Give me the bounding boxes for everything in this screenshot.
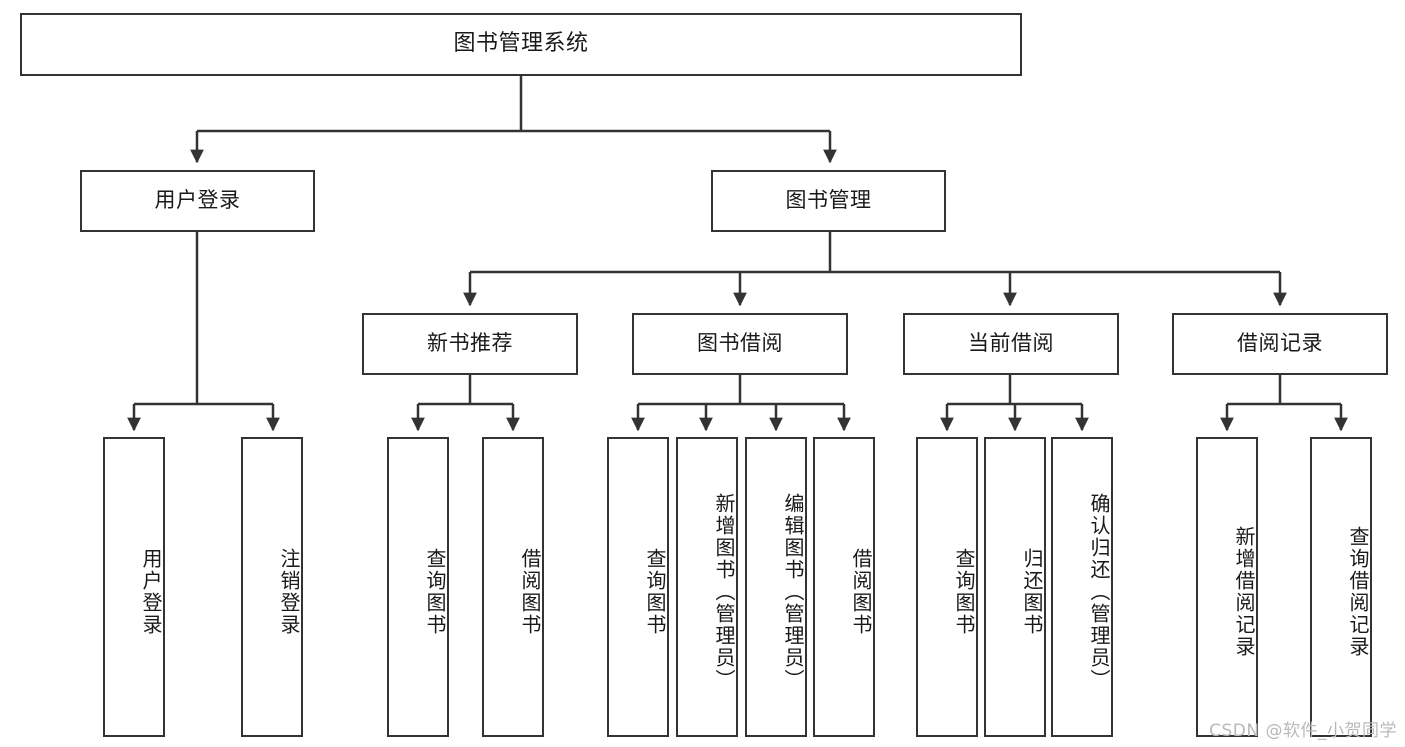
node-leaf-return-book[interactable]: 归还图书 <box>984 437 1046 737</box>
node-book-manage[interactable]: 图书管理 <box>711 170 946 232</box>
node-leaf-add-book-label: 新增图书（管理员） <box>712 493 736 691</box>
node-leaf-query-book-1[interactable]: 查询图书 <box>387 437 449 737</box>
node-leaf-edit-book-label: 编辑图书（管理员） <box>781 493 805 691</box>
node-user-login[interactable]: 用户登录 <box>80 170 315 232</box>
node-borrow-record-label: 借阅记录 <box>1237 331 1323 356</box>
node-root-system[interactable]: 图书管理系统 <box>20 13 1022 76</box>
node-leaf-borrow-book-2-label: 借阅图书 <box>849 548 873 636</box>
node-new-book-recommend[interactable]: 新书推荐 <box>362 313 578 375</box>
node-leaf-confirm-return[interactable]: 确认归还（管理员） <box>1051 437 1113 737</box>
node-leaf-user-login-label: 用户登录 <box>139 548 163 636</box>
node-current-borrow[interactable]: 当前借阅 <box>903 313 1119 375</box>
node-leaf-query-borrow-record[interactable]: 查询借阅记录 <box>1310 437 1372 737</box>
node-book-manage-label: 图书管理 <box>785 188 872 213</box>
node-leaf-logout-login[interactable]: 注销登录 <box>241 437 303 737</box>
node-leaf-query-book-2-label: 查询图书 <box>643 548 667 636</box>
node-leaf-edit-book[interactable]: 编辑图书（管理员） <box>745 437 807 737</box>
node-leaf-query-book-1-label: 查询图书 <box>423 548 447 636</box>
node-leaf-return-book-label: 归还图书 <box>1020 548 1044 636</box>
node-leaf-logout-login-label: 注销登录 <box>277 548 301 636</box>
node-leaf-query-book-3[interactable]: 查询图书 <box>916 437 978 737</box>
node-leaf-borrow-book-1[interactable]: 借阅图书 <box>482 437 544 737</box>
node-leaf-confirm-return-label: 确认归还（管理员） <box>1087 493 1111 691</box>
node-leaf-add-borrow-record-label: 新增借阅记录 <box>1232 526 1256 658</box>
node-book-borrow[interactable]: 图书借阅 <box>632 313 848 375</box>
node-leaf-borrow-book-1-label: 借阅图书 <box>518 548 542 636</box>
node-borrow-record[interactable]: 借阅记录 <box>1172 313 1388 375</box>
node-leaf-user-login[interactable]: 用户登录 <box>103 437 165 737</box>
node-leaf-query-borrow-record-label: 查询借阅记录 <box>1346 526 1370 658</box>
node-leaf-add-book[interactable]: 新增图书（管理员） <box>676 437 738 737</box>
csdn-watermark: CSDN @软件_小贺同学 <box>1209 721 1397 741</box>
node-leaf-query-book-3-label: 查询图书 <box>952 548 976 636</box>
node-leaf-query-book-2[interactable]: 查询图书 <box>607 437 669 737</box>
node-root-system-label: 图书管理系统 <box>453 31 589 57</box>
node-leaf-add-borrow-record[interactable]: 新增借阅记录 <box>1196 437 1258 737</box>
node-new-book-recommend-label: 新书推荐 <box>427 331 513 356</box>
node-book-borrow-label: 图书借阅 <box>697 331 783 356</box>
node-user-login-label: 用户登录 <box>154 188 241 213</box>
node-leaf-borrow-book-2[interactable]: 借阅图书 <box>813 437 875 737</box>
node-current-borrow-label: 当前借阅 <box>968 331 1054 356</box>
